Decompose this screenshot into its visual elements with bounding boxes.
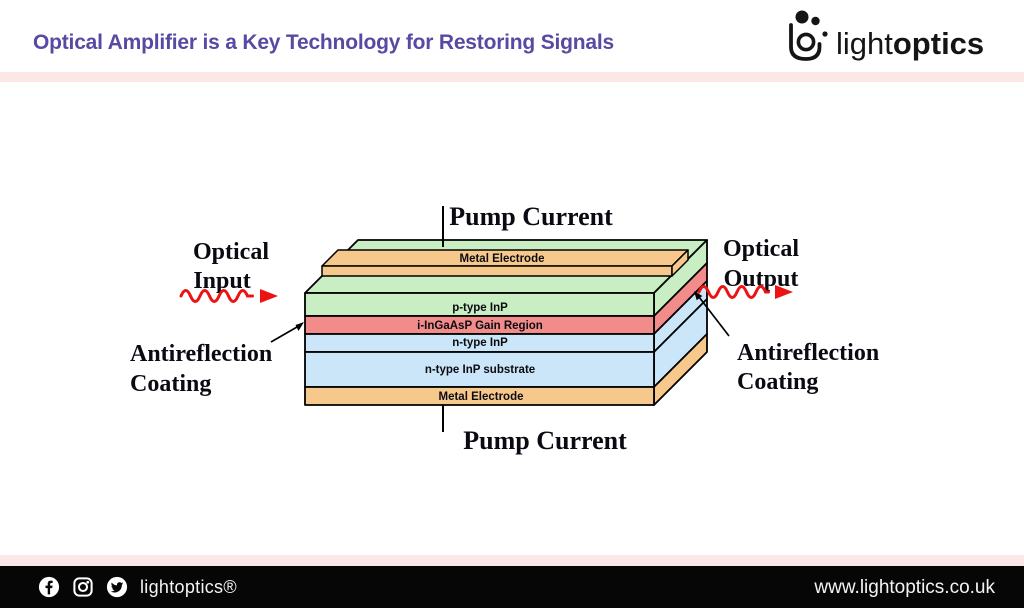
instagram-icon[interactable] — [72, 576, 94, 598]
footer-website-link[interactable]: www.lightoptics.co.uk — [814, 577, 995, 598]
layer-bottom-electrode — [304, 386, 655, 406]
footer: lightoptics® www.lightoptics.co.uk — [0, 566, 1024, 608]
antireflection-left-label-line2: Coating — [130, 371, 211, 397]
brand-logo: lightoptics — [789, 10, 984, 61]
pump-current-top-label: Pump Current — [449, 202, 613, 231]
optical-output-label-line2: Output — [724, 266, 799, 292]
optical-output-wave-arrow — [697, 285, 793, 299]
label-gain-region: i-InGaAsP Gain Region — [417, 320, 543, 332]
antireflection-left-label-line1: Antireflection — [130, 341, 272, 367]
top-electrode-strip — [321, 249, 689, 277]
footer-brand-text: lightoptics® — [140, 576, 237, 597]
footer-divider — [0, 555, 1024, 566]
lightoptics-logo-icon — [789, 10, 828, 61]
strip-end-face — [671, 249, 689, 277]
facebook-icon[interactable] — [38, 576, 60, 598]
optical-amplifier-stack: Metal Electrode p-type InP i-InGaAsP Gai… — [304, 239, 708, 406]
layer-substrate — [304, 351, 655, 388]
twitter-icon[interactable] — [106, 576, 128, 598]
page-title: Optical Amplifier is a Key Technology fo… — [33, 31, 614, 54]
antireflection-right-label-line1: Antireflection — [737, 340, 879, 366]
pump-current-bottom-label: Pump Current — [463, 426, 627, 455]
antireflection-right-label-line2: Coating — [737, 369, 818, 395]
social-links: lightoptics® — [38, 576, 237, 598]
label-n-type: n-type InP — [452, 337, 508, 349]
label-substrate: n-type InP substrate — [425, 364, 535, 376]
header: Optical Amplifier is a Key Technology fo… — [0, 0, 1024, 72]
optical-input-label-line1: Optical — [193, 239, 269, 265]
optical-output-label-line1: Optical — [723, 236, 799, 262]
optical-input-wave-arrow — [179, 289, 278, 303]
strip-front-face — [321, 265, 673, 277]
label-top-electrode: Metal Electrode — [460, 253, 545, 265]
antireflection-right-pointer — [694, 291, 730, 337]
header-divider — [0, 72, 1024, 82]
logo-text: lightoptics — [836, 26, 984, 61]
antireflection-left-pointer — [270, 322, 304, 343]
label-p-type: p-type InP — [452, 302, 508, 314]
label-bottom-electrode: Metal Electrode — [439, 391, 524, 403]
